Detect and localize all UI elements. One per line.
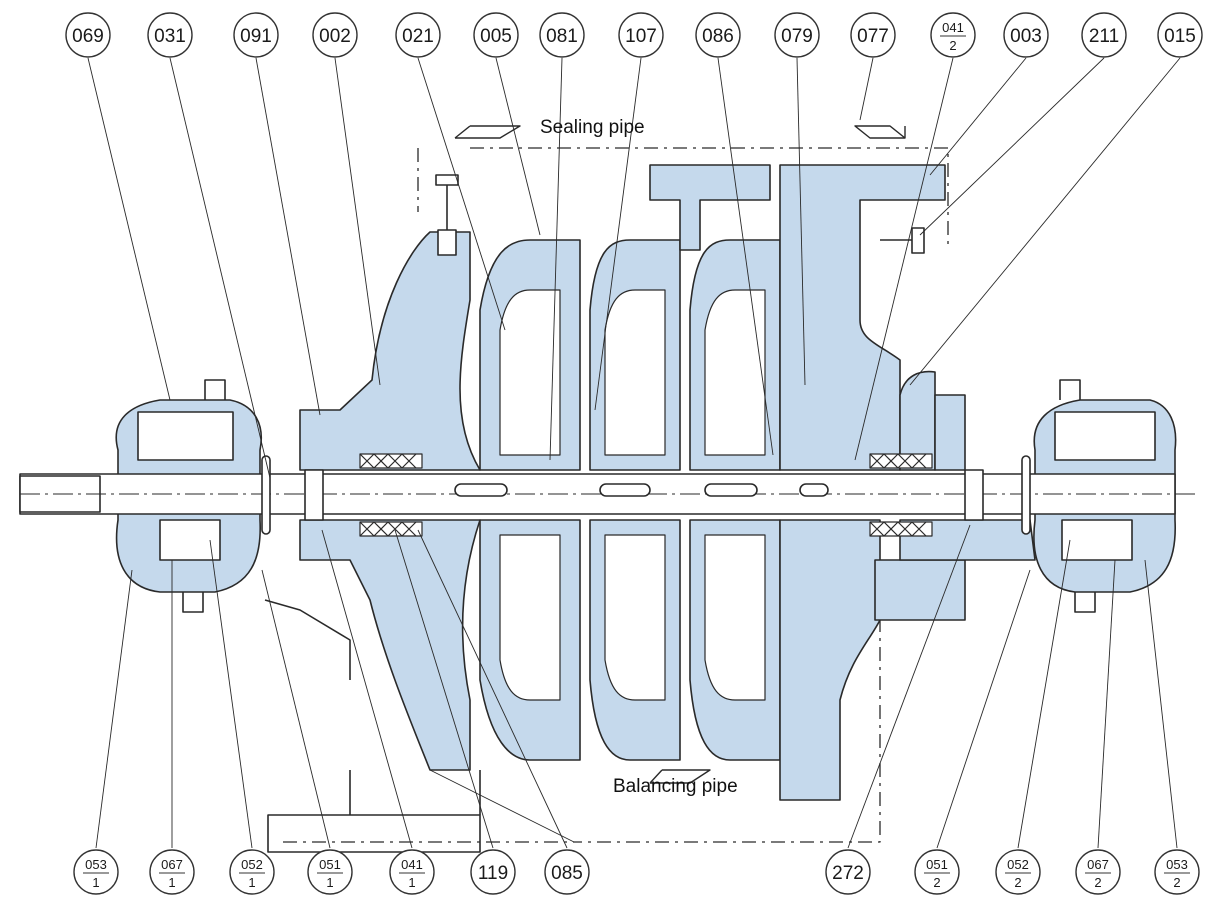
part-number: 091 bbox=[240, 26, 272, 47]
bottom-bubble-119: 119 bbox=[470, 849, 516, 895]
top-bubble-069: 069 bbox=[65, 12, 111, 58]
part-number: 067 bbox=[161, 857, 183, 872]
part-variant: 1 bbox=[408, 875, 415, 890]
top-bubble-021: 021 bbox=[395, 12, 441, 58]
part-number: 052 bbox=[241, 857, 263, 872]
top-bubble-005: 005 bbox=[473, 12, 519, 58]
part-variant: 2 bbox=[1094, 875, 1101, 890]
top-bubble-031: 031 bbox=[147, 12, 193, 58]
top-bubble-077: 077 bbox=[850, 12, 896, 58]
part-number: 079 bbox=[781, 26, 813, 47]
part-variant: 2 bbox=[1014, 875, 1021, 890]
top-bubble-107: 107 bbox=[618, 12, 664, 58]
bottom-bubble-085: 085 bbox=[544, 849, 590, 895]
part-number: 069 bbox=[72, 26, 104, 47]
top-bubble-002: 002 bbox=[312, 12, 358, 58]
collars bbox=[261, 455, 1031, 535]
sealing-valve bbox=[435, 174, 459, 256]
part-number: 051 bbox=[926, 857, 948, 872]
part-number: 051 bbox=[319, 857, 341, 872]
part-variant: 1 bbox=[248, 875, 255, 890]
part-number: 119 bbox=[478, 863, 508, 884]
top-bubble-081: 081 bbox=[539, 12, 585, 58]
part-number: 031 bbox=[154, 26, 186, 47]
part-number: 052 bbox=[1007, 857, 1029, 872]
part-number: 067 bbox=[1087, 857, 1109, 872]
balancing-pipe-caption: Balancing pipe bbox=[613, 776, 738, 797]
top-bubble-003: 003 bbox=[1003, 12, 1049, 58]
part-variant: 2 bbox=[949, 38, 956, 53]
part-variant: 1 bbox=[168, 875, 175, 890]
top-bubble-091: 091 bbox=[233, 12, 279, 58]
top-bubble-015: 015 bbox=[1157, 12, 1203, 58]
part-number: 085 bbox=[551, 863, 583, 884]
part-number: 005 bbox=[480, 26, 512, 47]
part-number: 053 bbox=[85, 857, 107, 872]
top-bubble-086: 086 bbox=[695, 12, 741, 58]
part-number: 021 bbox=[402, 26, 434, 47]
part-variant: 1 bbox=[326, 875, 333, 890]
gauge-valve bbox=[880, 227, 925, 254]
top-bubble-079: 079 bbox=[774, 12, 820, 58]
part-variant: 2 bbox=[1173, 875, 1180, 890]
suction-casing bbox=[264, 231, 481, 853]
impeller-channels bbox=[499, 289, 766, 701]
sealing-pipe-caption: Sealing pipe bbox=[540, 117, 645, 138]
part-number: 053 bbox=[1166, 857, 1188, 872]
part-number: 077 bbox=[857, 26, 889, 47]
part-variant: 2 bbox=[933, 875, 940, 890]
pump-drawing bbox=[19, 57, 1195, 853]
top-bubble-211: 211 bbox=[1081, 12, 1127, 58]
part-variant: 1 bbox=[92, 875, 99, 890]
shaft bbox=[19, 469, 1195, 521]
leader-lines-top bbox=[87, 57, 1181, 479]
part-number: 081 bbox=[546, 26, 578, 47]
packing-seals bbox=[359, 453, 933, 537]
flange-symbols bbox=[454, 125, 906, 784]
part-number: 041 bbox=[401, 857, 423, 872]
bottom-bubble-272: 272 bbox=[825, 849, 871, 895]
part-number: 002 bbox=[319, 26, 351, 47]
pipe-outline bbox=[283, 147, 949, 843]
part-number: 003 bbox=[1010, 26, 1042, 47]
part-number: 015 bbox=[1164, 26, 1196, 47]
discharge-casing bbox=[899, 370, 1036, 561]
leader-lines-bottom bbox=[95, 524, 1178, 849]
left-bearing-housing bbox=[115, 379, 262, 613]
part-number: 211 bbox=[1089, 26, 1119, 47]
part-number: 041 bbox=[942, 20, 964, 35]
part-number: 107 bbox=[625, 26, 657, 47]
part-number: 272 bbox=[832, 863, 864, 884]
part-number: 086 bbox=[702, 26, 734, 47]
